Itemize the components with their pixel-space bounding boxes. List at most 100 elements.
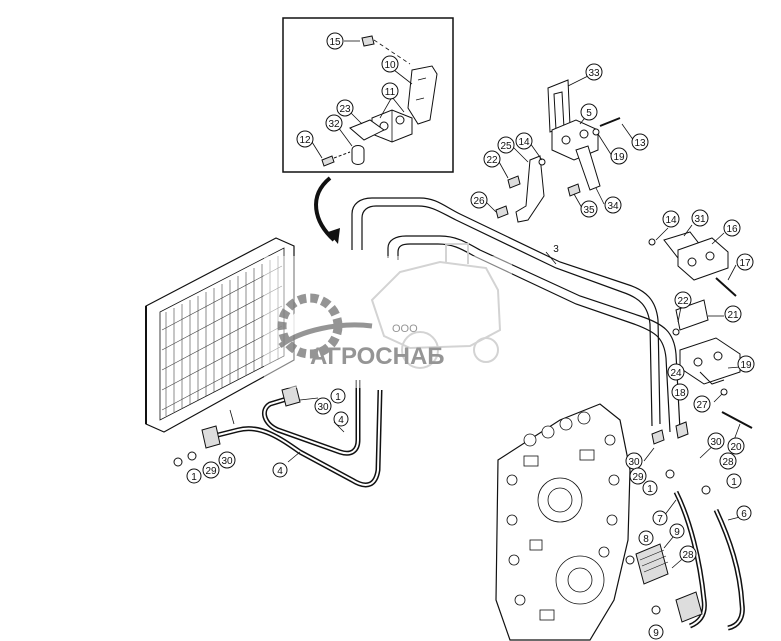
svg-text:5: 5	[586, 108, 592, 119]
gear-icon	[277, 293, 373, 359]
callout-34: 34	[604, 196, 622, 214]
svg-text:8: 8	[643, 534, 649, 545]
svg-text:28: 28	[722, 457, 734, 468]
svg-text:1: 1	[335, 392, 341, 403]
callout-32: 32	[325, 114, 343, 132]
callout-14-right: 14	[662, 210, 680, 228]
callout-6: 6	[736, 505, 752, 521]
callout-17: 17	[736, 253, 754, 271]
svg-text:30: 30	[317, 402, 329, 413]
callout-10: 10	[381, 55, 399, 73]
callout-11: 11	[381, 82, 399, 100]
svg-text:10: 10	[384, 60, 396, 71]
callout-9-upper: 9	[669, 523, 685, 539]
svg-text:9: 9	[674, 527, 680, 538]
callout-22-right: 22	[674, 291, 692, 309]
callout-9-lower: 9	[648, 624, 664, 640]
callout-1-housing-right: 1	[726, 473, 742, 489]
callout-12: 12	[296, 130, 314, 148]
callout-1-cooler-top: 1	[330, 388, 346, 404]
detail-inset: 15 10 11 23 32 12	[282, 17, 454, 173]
callout-3: 3	[553, 244, 559, 255]
callout-25: 25	[497, 136, 515, 154]
callout-1-cooler-bottom: 1	[186, 468, 202, 484]
svg-text:35: 35	[583, 205, 595, 216]
svg-text:29: 29	[205, 466, 217, 477]
svg-text:30: 30	[628, 457, 640, 468]
callout-19-upper: 19	[610, 147, 628, 165]
callout-24: 24	[667, 363, 685, 381]
callout-31: 31	[691, 209, 709, 227]
callout-28-housing: 28	[719, 452, 737, 470]
svg-text:7: 7	[657, 514, 663, 525]
svg-text:26: 26	[473, 196, 485, 207]
svg-text:28: 28	[682, 550, 694, 561]
callout-28-lower: 28	[679, 545, 697, 563]
svg-text:32: 32	[328, 119, 340, 130]
callout-4-lower: 4	[272, 462, 288, 478]
transmission-housing	[495, 403, 631, 641]
watermark-company-name: АГРОСНАБ	[310, 343, 445, 370]
callout-21: 21	[724, 305, 742, 323]
svg-text:14: 14	[665, 215, 677, 226]
right-clamp-assembly: 14 31 16 17 22 21 24 19 18 27 20	[648, 209, 755, 455]
svg-text:31: 31	[694, 214, 706, 225]
svg-text:11: 11	[385, 87, 396, 98]
svg-text:6: 6	[741, 509, 747, 520]
callout-13: 13	[631, 133, 649, 151]
svg-text:12: 12	[299, 135, 311, 146]
oil-cooler	[145, 237, 295, 433]
svg-text:34: 34	[607, 201, 619, 212]
callout-27: 27	[693, 395, 711, 413]
callout-1-housing-left: 1	[642, 480, 658, 496]
svg-text:16: 16	[726, 224, 738, 235]
svg-text:23: 23	[339, 104, 351, 115]
callout-30-cooler-top: 30	[314, 397, 332, 415]
detail-arrow-head	[328, 228, 340, 244]
svg-text:18: 18	[674, 388, 686, 399]
callout-33: 33	[585, 63, 603, 81]
svg-text:4: 4	[277, 466, 283, 477]
callout-35: 35	[580, 200, 598, 218]
svg-text:22: 22	[486, 155, 498, 166]
svg-text:4: 4	[338, 415, 344, 426]
callout-23: 23	[336, 99, 354, 117]
callout-20: 20	[727, 437, 745, 455]
lower-fittings: 30 29 1 7 8 9 28 9 30 28 1 6	[625, 421, 752, 640]
callout-30-housing-right: 30	[707, 432, 725, 450]
svg-text:14: 14	[518, 137, 530, 148]
svg-text:30: 30	[221, 456, 233, 467]
callout-29-housing: 29	[629, 467, 647, 485]
svg-text:13: 13	[634, 138, 646, 149]
svg-text:3: 3	[553, 244, 559, 255]
callout-22-upper: 22	[483, 150, 501, 168]
svg-text:29: 29	[632, 472, 644, 483]
callout-4-upper: 4	[333, 411, 349, 427]
svg-text:19: 19	[740, 360, 752, 371]
callout-5: 5	[580, 103, 598, 121]
svg-text:15: 15	[329, 37, 341, 48]
callout-14-upper: 14	[515, 132, 533, 150]
svg-text:22: 22	[677, 296, 689, 307]
callout-30-cooler-bottom: 30	[218, 451, 236, 469]
svg-text:27: 27	[696, 400, 708, 411]
svg-text:24: 24	[670, 368, 682, 379]
svg-text:9: 9	[653, 628, 659, 639]
svg-text:20: 20	[730, 442, 742, 453]
svg-text:1: 1	[731, 477, 737, 488]
watermark-logo: ООО АГРОСНАБ	[264, 243, 512, 388]
callout-8: 8	[638, 530, 654, 546]
callout-18: 18	[671, 383, 689, 401]
svg-text:19: 19	[613, 152, 625, 163]
detail-arrow	[314, 176, 336, 242]
callout-7: 7	[652, 510, 668, 526]
svg-text:21: 21	[727, 310, 739, 321]
callout-15: 15	[326, 32, 344, 50]
steel-pipes	[351, 197, 681, 433]
upper-bracket-assembly: 33 5 13 14 25 22 19 35 34 26	[470, 63, 649, 223]
svg-text:25: 25	[500, 141, 512, 152]
watermark-company-prefix: ООО	[392, 323, 418, 335]
callout-26: 26	[470, 191, 488, 209]
callout-19-right: 19	[737, 355, 755, 373]
svg-text:1: 1	[191, 472, 197, 483]
